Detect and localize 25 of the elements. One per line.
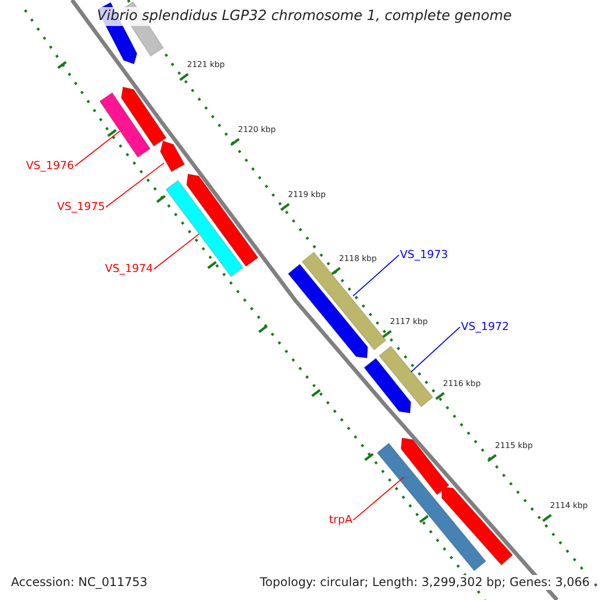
tick-label: 2119 kbp [288,191,326,200]
leader-line [106,162,164,208]
gene-block [99,92,151,158]
gene-label: VS_1974 [105,263,154,276]
gene-label: VS_1973 [400,249,448,262]
footer-text: Topology: circular; Length: 3,299,302 bp; Genes: 3,066 [258,575,592,590]
leader-line [352,254,400,296]
tick-label: 2120 kbp [238,126,276,135]
tick-label: 2118 kbp [339,255,377,264]
gene-block [160,140,186,172]
gene-block [378,346,434,408]
gene-block [376,442,486,572]
tick-label: 2121 kbp [187,61,225,70]
footer-text: Accession: NC_011753 [9,575,150,590]
leader-line [154,234,200,270]
gene-label: VS_1972 [461,321,510,334]
leader-line [410,326,460,372]
gene-label: trpA [329,514,352,526]
gene-block [302,252,386,350]
gene-label: VS_1976 [26,160,74,172]
leader-line [74,130,120,167]
leader-line [352,476,404,521]
tick-label: 2114 kbp [550,502,588,511]
gene-block [165,180,244,278]
gene-label: VS_1975 [57,201,106,214]
